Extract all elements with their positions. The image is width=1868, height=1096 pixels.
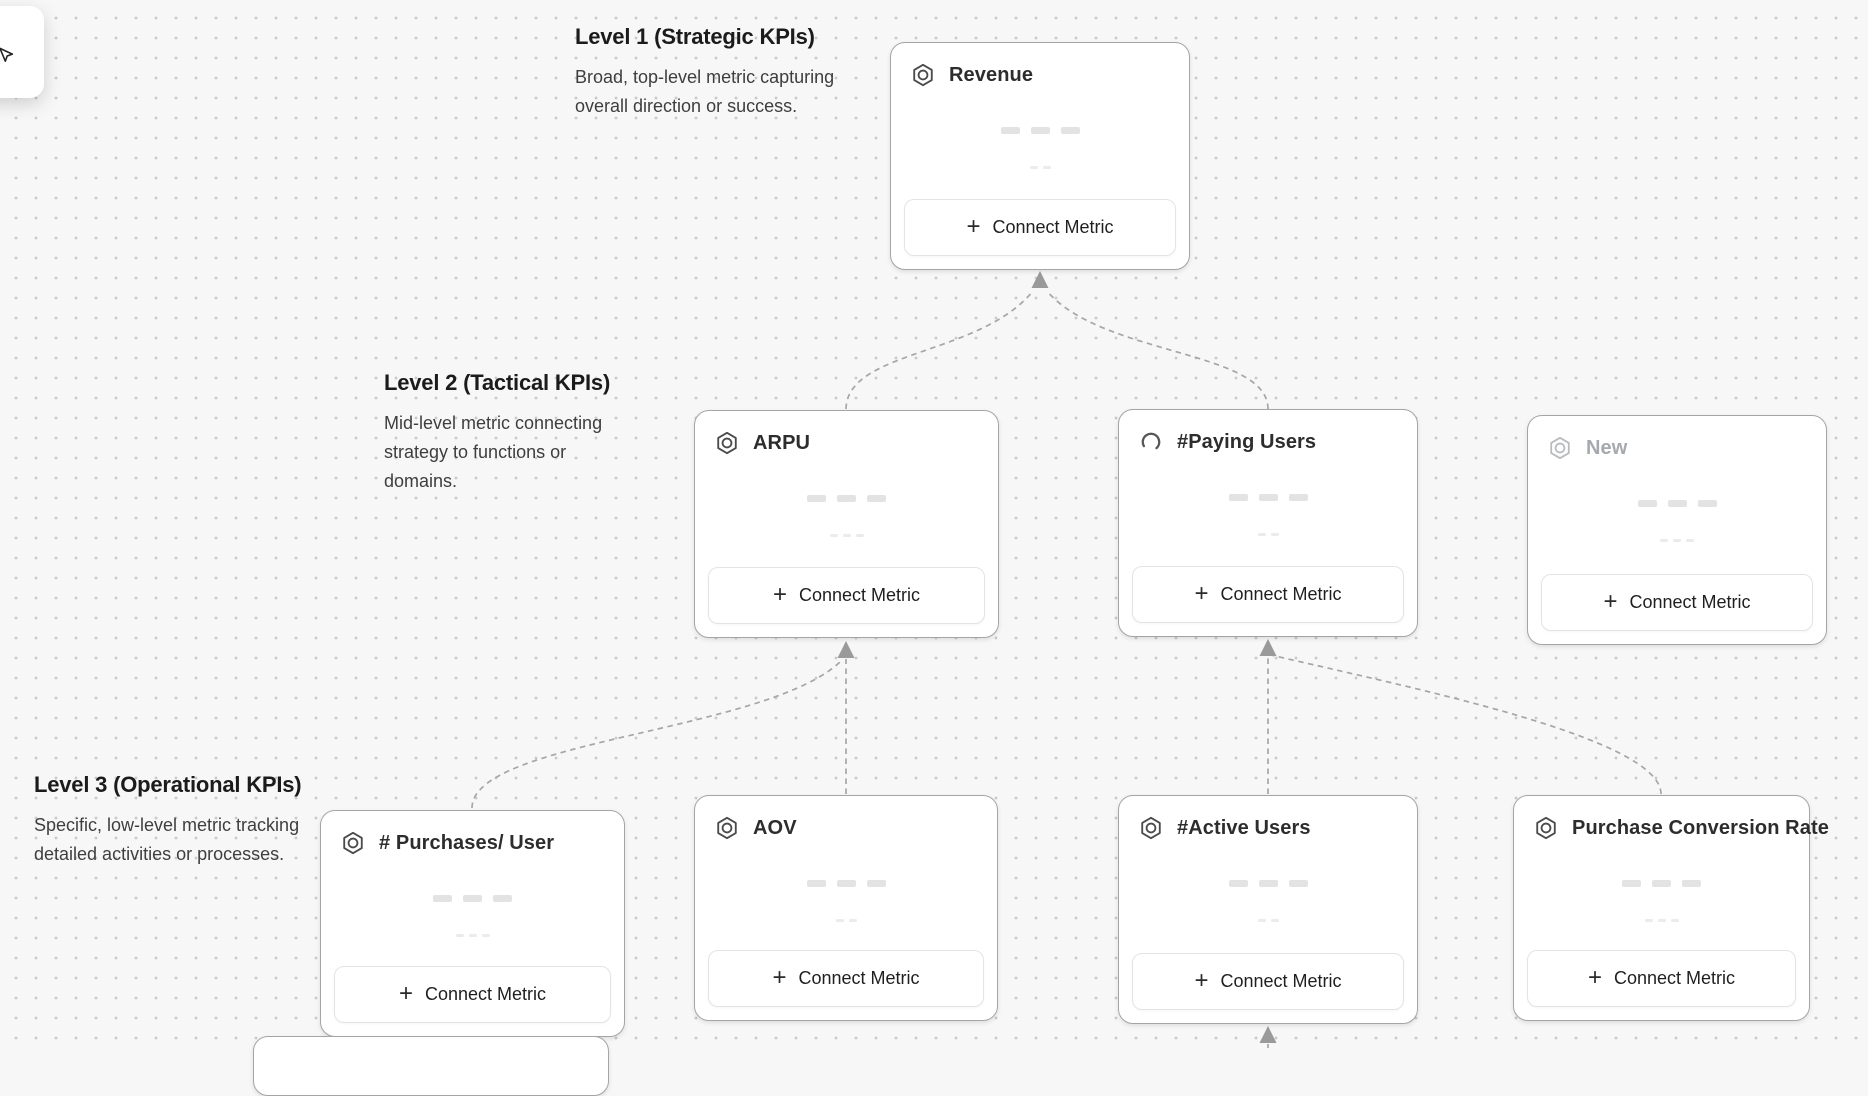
skeleton-placeholder — [1528, 500, 1826, 507]
card-header: Revenue — [891, 43, 1189, 88]
skeleton-placeholder — [1119, 533, 1417, 536]
spinner-icon — [1138, 429, 1164, 455]
arrowhead-arpu — [837, 641, 855, 658]
card-title: #Active Users — [1177, 816, 1311, 839]
skeleton-placeholder — [1528, 539, 1826, 542]
connect-metric-label: Connect Metric — [992, 217, 1114, 237]
metric-card-aov[interactable]: AOV + Connect Metric — [694, 795, 998, 1021]
connect-metric-label: Connect Metric — [1220, 584, 1342, 604]
card-header: # Purchases/ User — [321, 811, 624, 856]
card-header: #Paying Users — [1119, 410, 1417, 455]
arrowhead-active — [1259, 1026, 1277, 1043]
skeleton-placeholder — [891, 127, 1189, 134]
metric-hexagon-icon — [1547, 435, 1573, 461]
skeleton-placeholder — [321, 895, 624, 902]
metric-card-partial[interactable] — [253, 1036, 609, 1096]
card-header: ARPU — [695, 411, 998, 456]
connect-metric-label: Connect Metric — [798, 585, 921, 605]
metric-card-revenue[interactable]: Revenue + Connect Metric — [890, 42, 1190, 270]
card-header: #Active Users — [1119, 796, 1417, 841]
metric-hexagon-icon — [714, 430, 740, 456]
card-title: Purchase Conversion Rate — [1572, 816, 1829, 839]
card-header: AOV — [695, 796, 997, 841]
connect-metric-button[interactable]: + Connect Metric — [1132, 953, 1404, 1010]
level-3-label: Level 3 (Operational KPIs) Specific, low… — [34, 772, 306, 869]
level-1-description: Broad, top-level metric capturing overal… — [575, 67, 835, 117]
metric-hexagon-icon — [1138, 815, 1164, 841]
metric-card-purchases-per-user[interactable]: # Purchases/ User + Connect Metric — [320, 810, 625, 1037]
connect-metric-button[interactable]: + Connect Metric — [708, 567, 985, 624]
skeleton-placeholder — [1119, 494, 1417, 501]
skeleton-placeholder — [1119, 919, 1417, 922]
edge-pcr-to-paying — [1270, 654, 1662, 795]
plus-icon: + — [772, 580, 787, 608]
plus-icon: + — [966, 212, 981, 240]
arrowhead-paying — [1259, 639, 1277, 656]
metric-hexagon-icon — [714, 815, 740, 841]
connect-metric-button[interactable]: + Connect Metric — [1132, 566, 1404, 623]
metric-card-purchase-conversion-rate[interactable]: Purchase Conversion Rate + Connect Metri… — [1513, 795, 1829, 1021]
connect-metric-label: Connect Metric — [1613, 968, 1736, 988]
plus-icon: + — [772, 963, 787, 991]
level-1-title: Level 1 (Strategic KPIs) — [575, 24, 815, 49]
edge-arpu-to-revenue — [845, 290, 1034, 410]
metric-card-paying-users[interactable]: #Paying Users + Connect Metric — [1118, 409, 1418, 637]
connect-metric-label: Connect Metric — [1629, 592, 1751, 612]
card-title: AOV — [753, 816, 797, 839]
metric-card-new[interactable]: New + Connect Metric — [1527, 415, 1827, 645]
level-2-description: Mid-level metric connecting strategy to … — [384, 413, 603, 492]
card-title: Revenue — [949, 63, 1034, 86]
skeleton-placeholder — [321, 934, 624, 937]
connect-metric-label: Connect Metric — [798, 968, 920, 988]
metric-hexagon-icon — [340, 830, 366, 856]
level-2-title: Level 2 (Tactical KPIs) — [384, 370, 611, 395]
card-title: # Purchases/ User — [379, 831, 555, 854]
plus-icon: + — [1603, 587, 1618, 615]
skeleton-placeholder — [1514, 919, 1809, 922]
card-header: Purchase Conversion Rate — [1514, 796, 1829, 841]
metric-hexagon-icon — [1533, 815, 1559, 841]
plus-icon: + — [398, 979, 413, 1007]
card-title: ARPU — [753, 431, 811, 454]
card-title: #Paying Users — [1177, 430, 1317, 453]
skeleton-placeholder — [695, 495, 998, 502]
metric-card-arpu[interactable]: ARPU + Connect Metric — [694, 410, 999, 638]
connect-metric-button[interactable]: + Connect Metric — [708, 950, 984, 1007]
skeleton-placeholder — [891, 166, 1189, 169]
connect-metric-button[interactable]: + Connect Metric — [1541, 574, 1813, 631]
edge-purchases-to-arpu — [471, 660, 842, 809]
metric-card-active-users[interactable]: #Active Users + Connect Metric — [1118, 795, 1418, 1024]
arrowhead-revenue — [1031, 271, 1049, 288]
connect-metric-button[interactable]: + Connect Metric — [904, 199, 1176, 256]
level-3-title: Level 3 (Operational KPIs) — [34, 772, 302, 797]
skeleton-placeholder — [695, 880, 997, 887]
cursor-icon — [0, 46, 15, 70]
connect-metric-button[interactable]: + Connect Metric — [1527, 950, 1796, 1007]
connect-metric-label: Connect Metric — [1220, 971, 1342, 991]
card-header: New — [1528, 416, 1826, 461]
skeleton-placeholder — [1514, 880, 1809, 887]
card-title: New — [1586, 436, 1628, 459]
level-1-label: Level 1 (Strategic KPIs) Broad, top-leve… — [575, 24, 837, 121]
connect-metric-button[interactable]: + Connect Metric — [334, 966, 611, 1023]
skeleton-placeholder — [695, 919, 997, 922]
plus-icon: + — [1587, 963, 1602, 991]
level-2-label: Level 2 (Tactical KPIs) Mid-level metric… — [384, 370, 639, 496]
level-3-description: Specific, low-level metric tracking deta… — [34, 815, 300, 865]
skeleton-placeholder — [1119, 880, 1417, 887]
plus-icon: + — [1194, 966, 1209, 994]
floating-tool-panel[interactable] — [0, 6, 44, 98]
metric-hexagon-icon — [910, 62, 936, 88]
edge-paying-to-revenue — [1046, 290, 1269, 410]
connect-metric-label: Connect Metric — [424, 984, 547, 1004]
plus-icon: + — [1194, 579, 1209, 607]
skeleton-placeholder — [695, 534, 998, 537]
